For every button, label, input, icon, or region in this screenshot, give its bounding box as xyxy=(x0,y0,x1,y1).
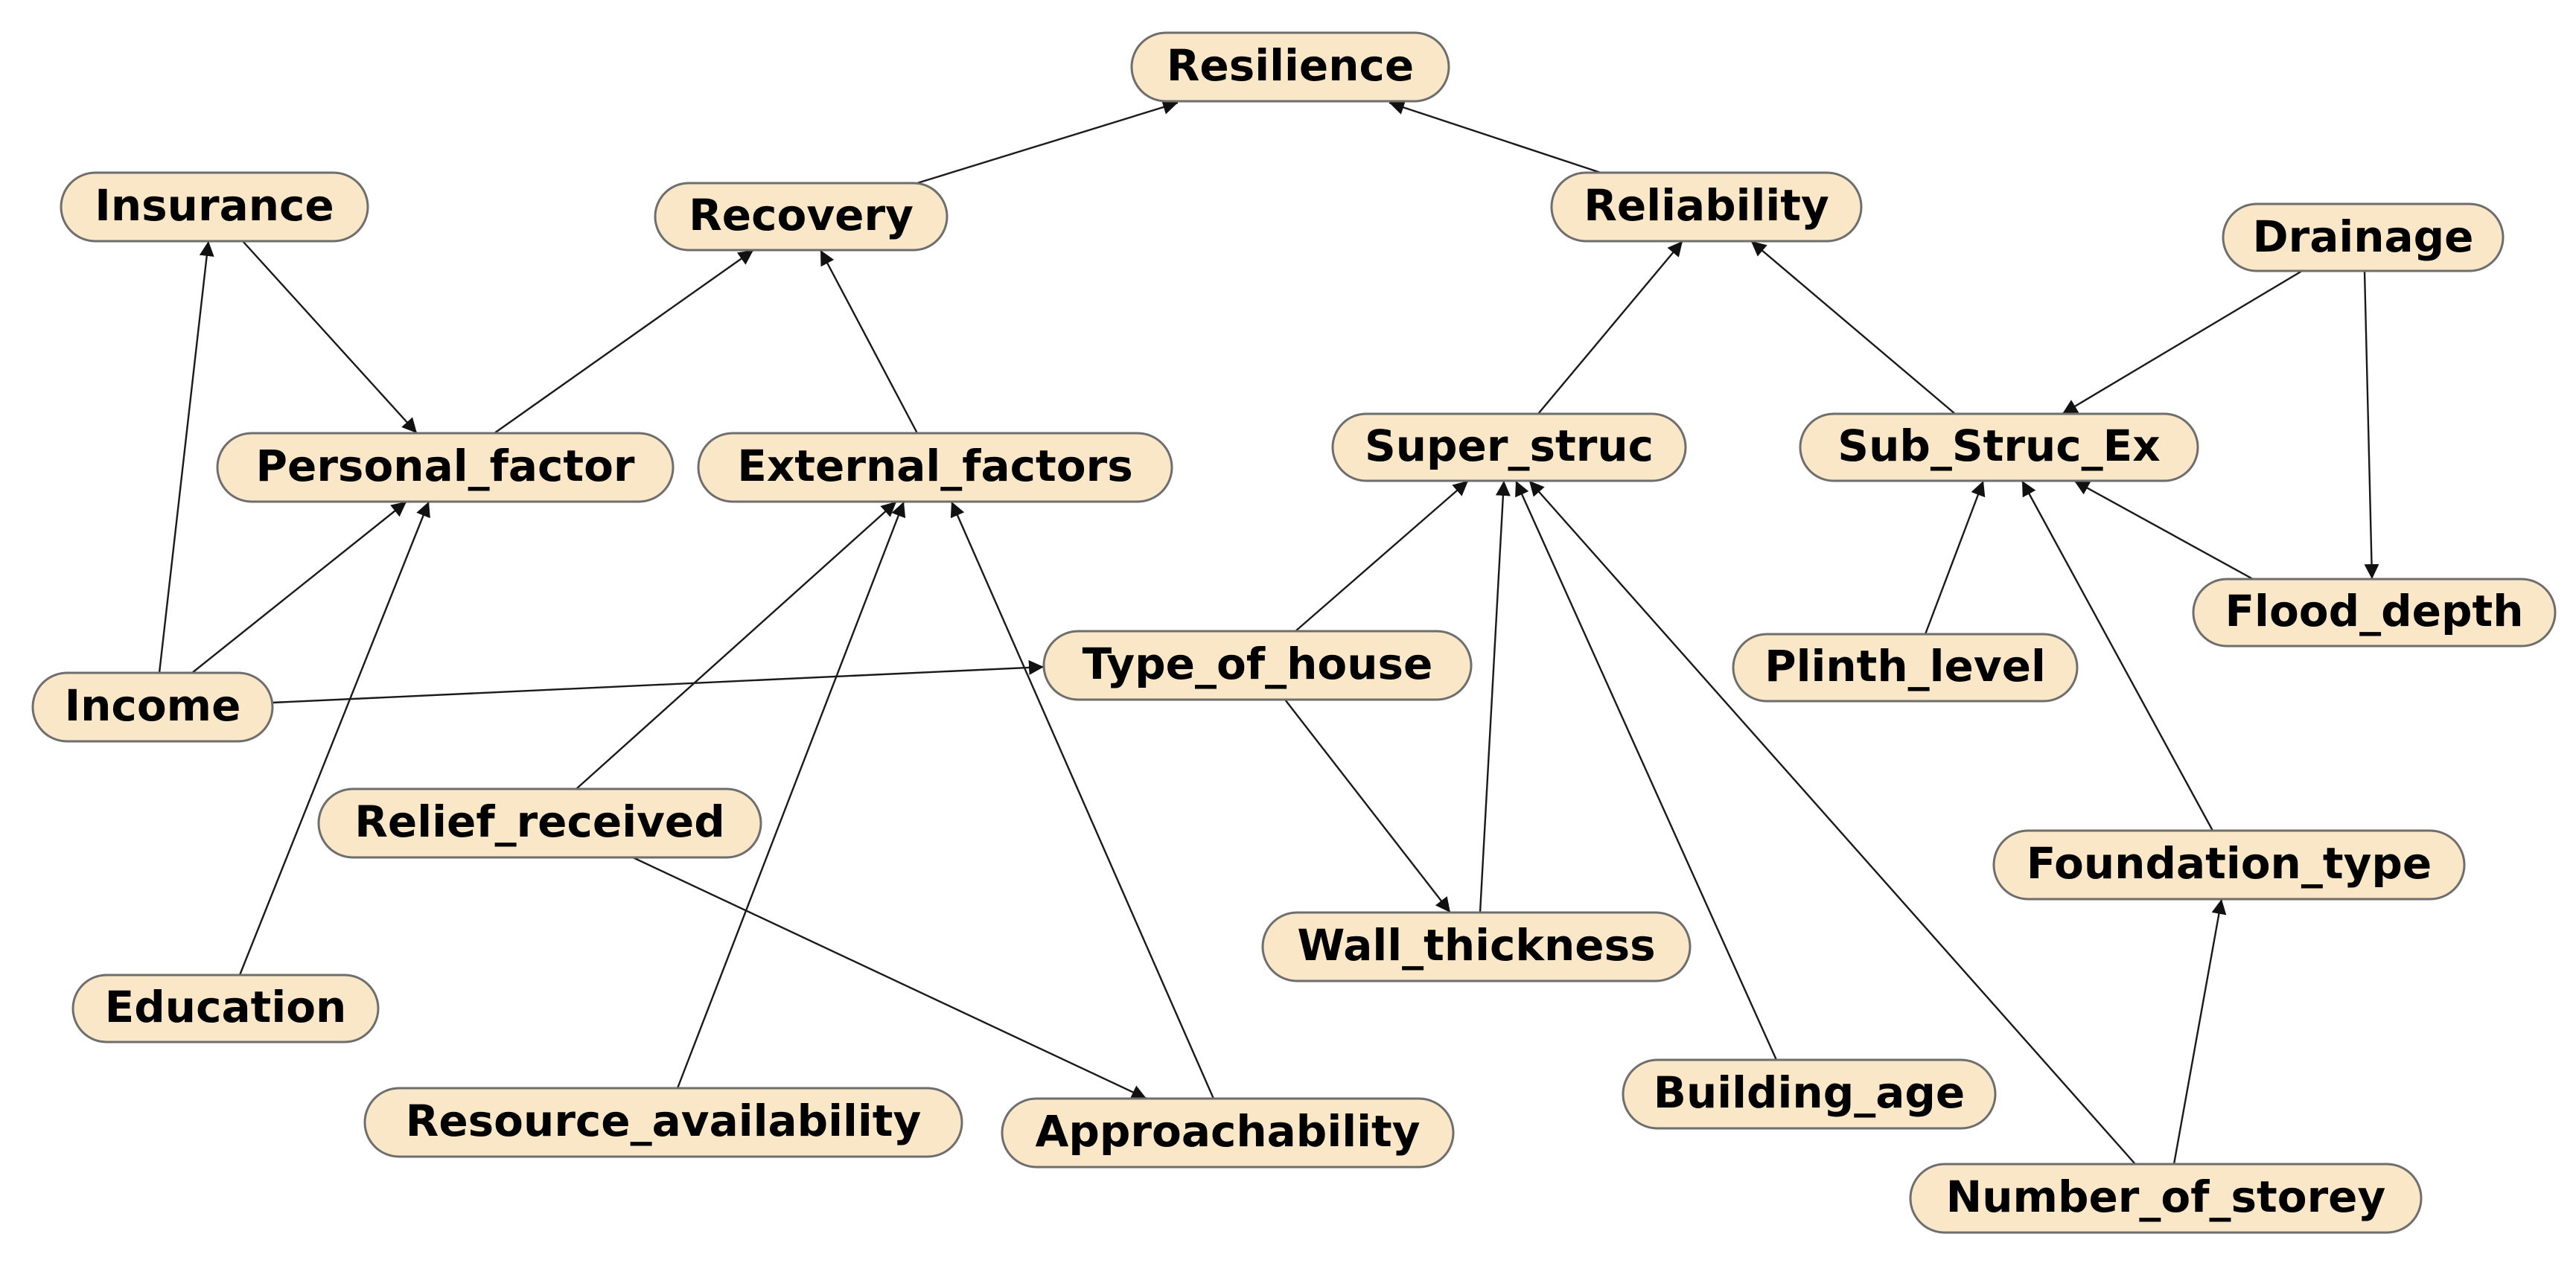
node-label: Relief_received xyxy=(354,796,725,847)
node-approachability[interactable]: Approachability xyxy=(1001,1097,1455,1169)
node-drainage[interactable]: Drainage xyxy=(2222,202,2505,272)
node-income[interactable]: Income xyxy=(31,671,274,743)
edge-wall-thickness-to-super-struc xyxy=(1479,480,1511,913)
edge-plinth-level-to-sub-struc-ex xyxy=(1924,480,1986,635)
node-label: Education xyxy=(105,982,347,1032)
node-resilience[interactable]: Resilience xyxy=(1130,31,1450,103)
node-plinth-level[interactable]: Plinth_level xyxy=(1732,633,2079,703)
node-label: Number_of_storey xyxy=(1946,1172,2386,1222)
node-flood-depth[interactable]: Flood_depth xyxy=(2192,578,2557,648)
node-number-of-storey[interactable]: Number_of_storey xyxy=(1909,1163,2423,1234)
node-insurance[interactable]: Insurance xyxy=(60,171,369,243)
node-reliability[interactable]: Reliability xyxy=(1550,171,1863,243)
node-building-age[interactable]: Building_age xyxy=(1622,1058,1997,1130)
edge-income-to-insurance xyxy=(158,240,214,674)
node-external-factors[interactable]: External_factors xyxy=(697,432,1173,503)
node-relief-received[interactable]: Relief_received xyxy=(317,787,762,859)
edge-approachability-to-external-factors xyxy=(950,501,1215,1099)
node-label: Approachability xyxy=(1035,1106,1420,1157)
edge-number-of-storey-to-foundation-type xyxy=(2172,898,2227,1165)
node-label: Plinth_level xyxy=(1764,641,2046,691)
edge-sub-struc-ex-to-reliability xyxy=(1750,240,1956,415)
edge-drainage-to-sub-struc-ex xyxy=(2062,269,2303,415)
node-label: Resilience xyxy=(1167,40,1415,91)
edge-recovery-to-resilience xyxy=(916,100,1179,185)
node-label: Resource_availability xyxy=(406,1096,922,1146)
edge-relief-received-to-external-factors xyxy=(576,501,897,790)
node-label: Income xyxy=(65,680,241,731)
edge-drainage-to-flood-depth xyxy=(2363,270,2379,580)
edge-income-to-type-of-house xyxy=(272,659,1045,704)
node-label: Flood_depth xyxy=(2225,586,2523,636)
edge-relief-received-to-approachability xyxy=(632,856,1147,1100)
edges-layer xyxy=(158,100,2379,1165)
node-label: Sub_Struc_Ex xyxy=(1837,421,2160,471)
node-label: Type_of_house xyxy=(1083,639,1433,689)
edge-education-to-personal-factor xyxy=(238,501,430,976)
edge-insurance-to-personal-factor xyxy=(242,240,418,434)
edge-building-age-to-super-struc xyxy=(1514,480,1778,1061)
node-sub-struc-ex[interactable]: Sub_Struc_Ex xyxy=(1799,412,2199,482)
edge-personal-factor-to-recovery xyxy=(494,249,754,434)
edge-type-of-house-to-wall-thickness xyxy=(1284,699,1451,913)
edge-income-to-personal-factor xyxy=(191,501,407,674)
node-education[interactable]: Education xyxy=(71,974,380,1044)
node-type-of-house[interactable]: Type_of_house xyxy=(1042,630,1473,701)
edge-resource-availability-to-external-factors xyxy=(676,501,906,1089)
node-personal-factor[interactable]: Personal_factor xyxy=(216,432,675,503)
nodes-layer: Resilience Insurance Recovery Reliabilit… xyxy=(31,31,2557,1234)
node-label: Reliability xyxy=(1584,180,1829,231)
node-label: Personal_factor xyxy=(255,441,634,491)
node-resource-availability[interactable]: Resource_availability xyxy=(363,1087,963,1158)
node-label: Insurance xyxy=(95,180,334,231)
node-wall-thickness[interactable]: Wall_thickness xyxy=(1261,911,1692,982)
edge-external-factors-to-recovery xyxy=(819,249,919,434)
node-label: Recovery xyxy=(689,190,914,240)
edge-reliability-to-resilience xyxy=(1389,100,1601,174)
edge-type-of-house-to-super-struc xyxy=(1295,480,1469,632)
node-label: Wall_thickness xyxy=(1297,920,1655,971)
node-label: External_factors xyxy=(737,441,1132,491)
edge-foundation-type-to-sub-struc-ex xyxy=(2021,480,2214,831)
node-label: Foundation_type xyxy=(2027,838,2432,889)
node-foundation-type[interactable]: Foundation_type xyxy=(1992,829,2466,901)
edge-number-of-storey-to-super-struc xyxy=(1528,480,2136,1165)
edge-super-struc-to-reliability xyxy=(1537,240,1683,415)
node-label: Super_struc xyxy=(1365,421,1654,471)
node-label: Drainage xyxy=(2252,211,2473,262)
node-label: Building_age xyxy=(1654,1067,1965,1118)
edge-flood-depth-to-sub-struc-ex xyxy=(2073,479,2254,581)
node-recovery[interactable]: Recovery xyxy=(654,182,949,252)
node-super-struc[interactable]: Super_struc xyxy=(1331,412,1687,482)
